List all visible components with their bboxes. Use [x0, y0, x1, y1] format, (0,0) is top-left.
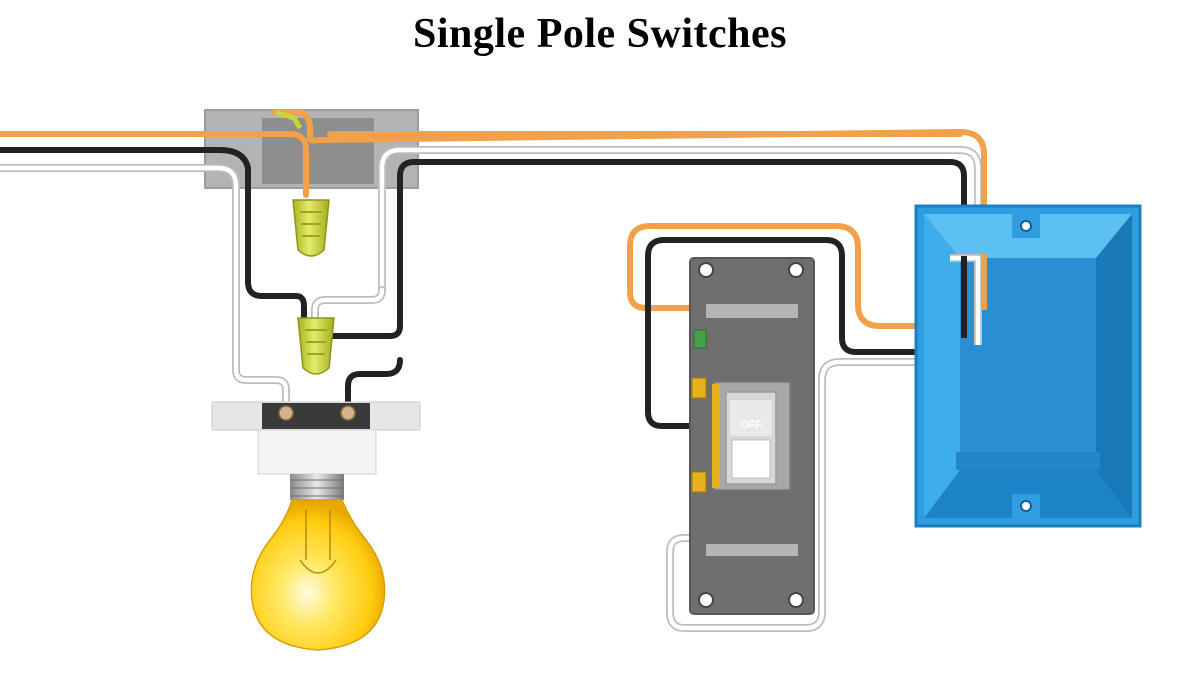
- wire-nut-top: [292, 199, 330, 257]
- mount-hole-top-right: [788, 262, 804, 278]
- page-title: Single Pole Switches: [413, 11, 787, 57]
- light-bulb: [250, 474, 386, 651]
- neutral-terminal-screw: [278, 405, 294, 421]
- box-entry-wires: [950, 254, 987, 345]
- brass-terminal-bottom: [691, 471, 707, 493]
- switch-state-label: OFF: [740, 419, 762, 431]
- hot-terminal-screw: [340, 405, 356, 421]
- ground-terminal-screw: [693, 329, 707, 349]
- neutral-wire-group: [0, 146, 982, 632]
- switch-box: [914, 204, 1142, 528]
- hot-wire-group: [0, 147, 967, 429]
- mount-hole-top-left: [698, 262, 714, 278]
- light-fixture: [211, 401, 421, 475]
- mount-hole-bottom-left: [698, 592, 714, 608]
- brass-terminal-top: [691, 377, 707, 399]
- wire-nut-bottom: [297, 317, 335, 375]
- box-screw-hole-bottom: [1020, 500, 1032, 512]
- mount-hole-bottom-right: [788, 592, 804, 608]
- ground-pigtail: [275, 109, 303, 130]
- single-pole-switch: OFF: [689, 257, 815, 615]
- box-screw-hole-top: [1020, 220, 1032, 232]
